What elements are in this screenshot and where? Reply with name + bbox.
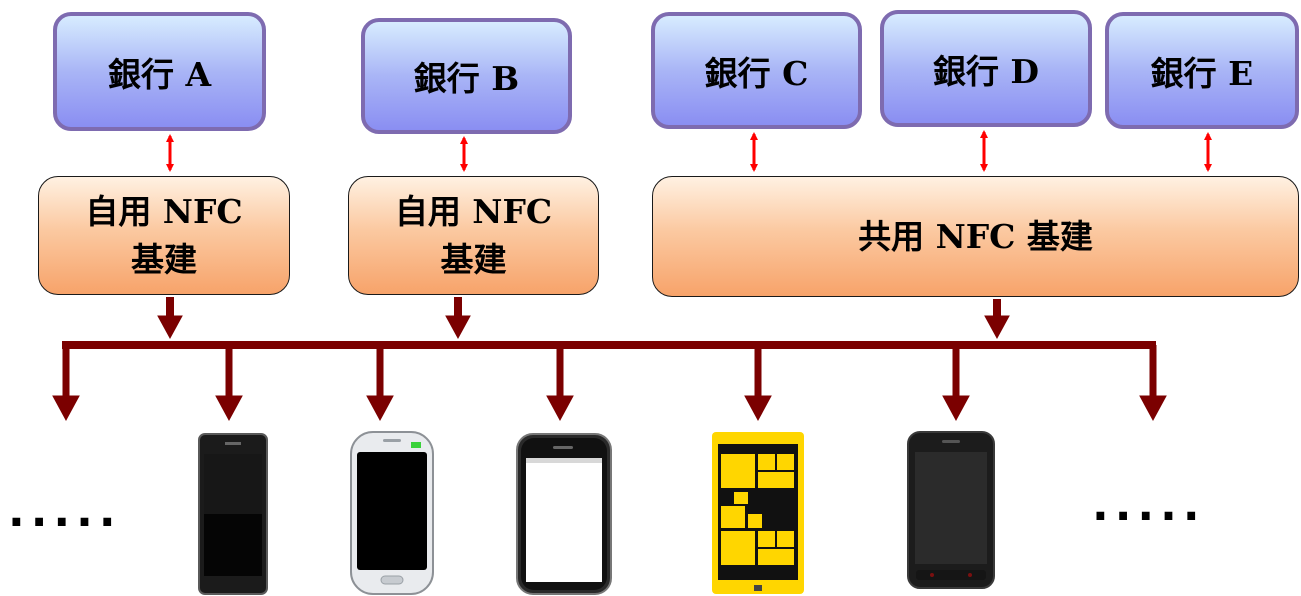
phone-1-icon [198,433,268,595]
bank-a-label: 銀行 A [107,54,212,94]
phone-3-icon [516,433,612,595]
distribution-bus [62,341,1156,349]
ellipsis-left: ..... [8,486,122,537]
own-nfc-infra-a-line1: 自用 NFC [85,191,243,231]
own-nfc-infra-b: 自用 NFC 基建 [348,176,599,295]
own-nfc-infra-a: 自用 NFC 基建 [38,176,290,295]
infra-to-bus-arrows [157,297,1010,340]
own-nfc-infra-b-line1: 自用 NFC [394,191,553,231]
bank-e-label: 銀行 E [1150,53,1254,93]
shared-nfc-infra-label: 共用 NFC 基建 [858,216,1093,256]
own-nfc-infra-a-line2: 基建 [130,239,197,279]
phone-5-icon [907,431,995,589]
bank-b-label: 銀行 B [413,59,520,98]
bus-to-device-arrows [52,345,1167,422]
shared-nfc-infra: 共用 NFC 基建 [652,176,1299,297]
bank-b-box: 銀行 B [361,18,572,134]
own-nfc-infra-b-line2: 基建 [440,239,507,279]
bank-d-box: 銀行 D [880,10,1092,127]
ellipsis-right: ..... [1092,480,1206,531]
phone-4-icon [712,432,804,594]
phone-2-icon [350,431,434,595]
bank-a-box: 銀行 A [53,12,266,131]
bank-d-label: 銀行 D [932,51,1040,91]
bank-e-box: 銀行 E [1105,12,1299,129]
bank-c-label: 銀行 C [704,53,809,93]
bank-c-box: 銀行 C [651,12,862,129]
